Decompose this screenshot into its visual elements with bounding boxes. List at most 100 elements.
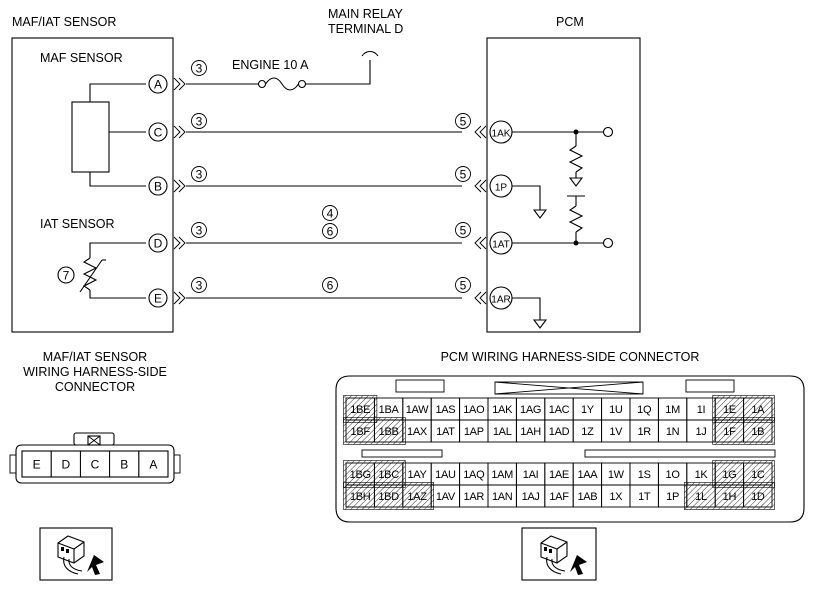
svg-text:1AC: 1AC	[549, 404, 570, 416]
svg-text:A: A	[154, 78, 162, 92]
svg-text:B: B	[120, 458, 128, 472]
svg-text:1AR: 1AR	[491, 295, 510, 306]
iat-wire-d	[89, 242, 146, 258]
pcm-connector-pin-1x: 1X	[601, 484, 631, 508]
maf-wire-a	[89, 83, 146, 102]
svg-text:1S: 1S	[638, 469, 651, 481]
maf-connector-pin-e: E	[21, 450, 52, 478]
svg-text:A: A	[149, 458, 157, 472]
pcm-connector-pin-1i: 1I	[686, 397, 716, 421]
main-relay-label: MAIN RELAY	[328, 7, 403, 21]
pcm-connector-pin-1z: 1Z	[572, 419, 603, 443]
svg-text:C: C	[91, 458, 100, 472]
svg-text:1AU: 1AU	[435, 469, 456, 481]
pcm-connector-pin-1ai: 1AI	[515, 462, 546, 486]
svg-text:E: E	[154, 292, 162, 306]
pcm-connector-chevrons	[474, 125, 487, 305]
svg-text:1Q: 1Q	[637, 404, 652, 416]
svg-text:1D: 1D	[751, 491, 765, 503]
svg-text:1AI: 1AI	[523, 469, 539, 481]
sensor-pin-e: E	[148, 288, 168, 308]
svg-text:1Z: 1Z	[581, 426, 594, 438]
svg-text:5: 5	[460, 279, 467, 293]
svg-text:1C: 1C	[751, 469, 765, 481]
sensor-pin-c: C	[148, 122, 168, 142]
connector-3-callouts: 3 3 3 3 3	[191, 60, 207, 293]
svg-text:1L: 1L	[695, 491, 707, 503]
pcm-connector-pin-1ah: 1AH	[515, 419, 546, 443]
svg-text:1AE: 1AE	[549, 469, 569, 481]
pcm-connector-pin-1ak: 1AK	[487, 397, 517, 421]
pcm-connector-pin-1an: 1AN	[487, 484, 517, 508]
sensor-pin-b: B	[148, 176, 168, 196]
svg-text:1BH: 1BH	[350, 491, 371, 503]
pcm-connector-pin-1ay: 1AY	[402, 462, 432, 486]
svg-text:1AQ: 1AQ	[463, 469, 485, 481]
svg-text:1T: 1T	[638, 491, 651, 503]
pcm-connector-pin-1p: 1P	[657, 484, 688, 508]
pcm-connector-pin-1q: 1Q	[629, 397, 659, 421]
svg-text:1AO: 1AO	[463, 404, 485, 416]
svg-text:1BF: 1BF	[351, 426, 371, 438]
maf-connector-title-1: MAF/IAT SENSOR	[43, 350, 147, 364]
svg-text:1R: 1R	[637, 426, 651, 438]
svg-text:1AV: 1AV	[436, 491, 456, 503]
svg-text:1AT: 1AT	[436, 426, 455, 438]
pcm-connector-pin-1ax: 1AX	[402, 419, 432, 443]
iat-callout-circle	[57, 266, 75, 284]
pcm-connector-pin-1ag: 1AG	[515, 397, 546, 421]
svg-text:1AG: 1AG	[520, 404, 541, 416]
engine-fuse-label: ENGINE 10 A	[232, 58, 309, 72]
svg-text:5: 5	[460, 224, 467, 238]
maf-wire-b	[89, 172, 146, 187]
svg-text:5: 5	[460, 115, 467, 129]
wire-callouts-4-6: 4 6 6	[322, 205, 338, 293]
svg-text:1W: 1W	[608, 469, 625, 481]
svg-text:1AF: 1AF	[549, 491, 569, 503]
svg-text:3: 3	[196, 115, 203, 129]
svg-text:1AK: 1AK	[492, 129, 511, 140]
pcm-pin-1p: 1P	[489, 174, 513, 198]
svg-text:1AP: 1AP	[464, 426, 484, 438]
maf-iat-sensor-box	[11, 37, 174, 333]
thermistor-slash	[79, 259, 103, 293]
iat-callout-number: 7	[63, 269, 70, 283]
svg-text:1AA: 1AA	[577, 469, 598, 481]
main-relay-wire	[305, 60, 371, 85]
svg-text:1BC: 1BC	[378, 469, 399, 481]
svg-text:1AT: 1AT	[492, 240, 510, 251]
svg-text:6: 6	[327, 225, 334, 239]
sensor-pin-d: D	[148, 233, 168, 253]
svg-text:1X: 1X	[609, 491, 623, 503]
iat-sensor-label: IAT SENSOR	[40, 217, 115, 231]
svg-text:1V: 1V	[609, 426, 623, 438]
svg-text:1I: 1I	[697, 404, 706, 416]
pcm-connector-title: PCM WIRING HARNESS-SIDE CONNECTOR	[441, 350, 700, 364]
svg-text:1BD: 1BD	[378, 491, 399, 503]
svg-text:1N: 1N	[666, 426, 680, 438]
svg-text:1AZ: 1AZ	[407, 491, 427, 503]
pcm-connector-pin-1aj: 1AJ	[515, 484, 546, 508]
pcm-connector-pin-1k: 1K	[686, 462, 716, 486]
pcm-connector-hatch	[683, 482, 775, 510]
pcm-connector-pin-1av: 1AV	[430, 484, 461, 508]
svg-text:D: D	[154, 237, 163, 251]
pcm-connector-pin-1ar: 1AR	[459, 484, 489, 508]
svg-text:3: 3	[196, 62, 203, 76]
pcm-connector-pin-1ae: 1AE	[544, 462, 574, 486]
svg-text:3: 3	[196, 168, 203, 182]
pcm-connector-pin-1m: 1M	[657, 397, 688, 421]
main-relay-terminal-end	[361, 50, 379, 57]
svg-text:1A: 1A	[751, 404, 765, 416]
pcm-pin-1ar: 1AR	[489, 286, 513, 310]
pcm-connector-pin-1y: 1Y	[572, 397, 603, 421]
svg-text:3: 3	[196, 279, 203, 293]
svg-text:1U: 1U	[609, 404, 623, 416]
connector-5-callouts: 5 5 5 5	[455, 113, 471, 293]
svg-text:1AD: 1AD	[549, 426, 570, 438]
svg-text:1AN: 1AN	[492, 491, 513, 503]
pcm-connector-view-icon	[521, 527, 597, 581]
svg-text:C: C	[154, 126, 163, 140]
